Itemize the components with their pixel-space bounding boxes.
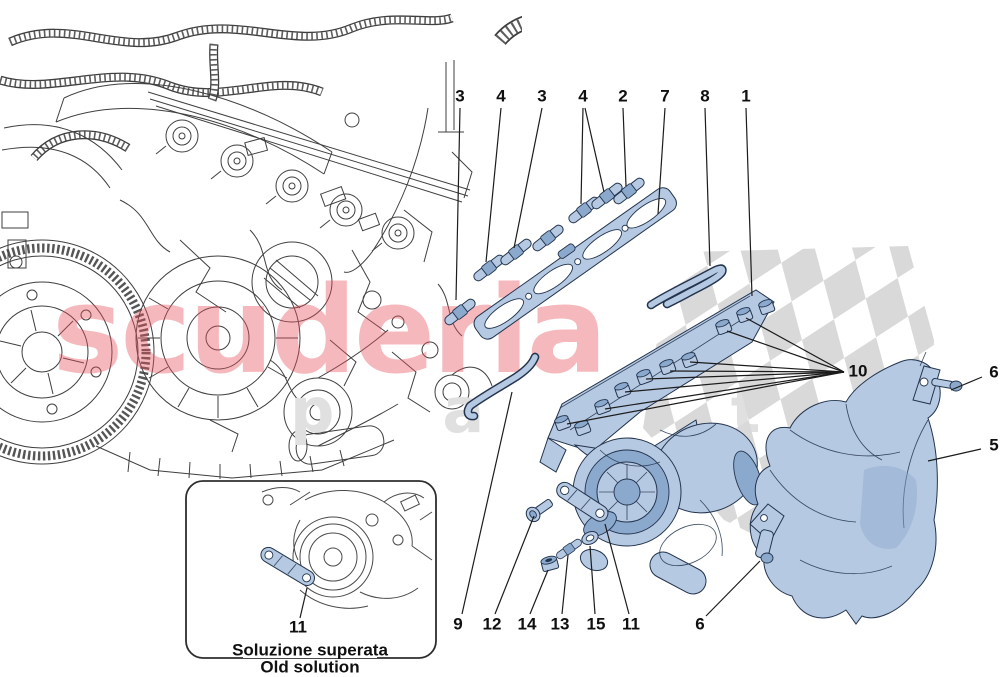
heat-shield-upper-clamp <box>912 351 963 405</box>
callout-labels: 3 4 3 4 2 7 8 1 10 6 5 9 12 14 13 15 11 6 11 <box>289 86 999 636</box>
leader-line-10 <box>689 361 845 373</box>
leader-line-5 <box>927 448 982 462</box>
old-solution-inset: Soluzione superata Old solution <box>185 480 437 676</box>
leader-line-4 <box>485 107 502 263</box>
leader-line-6 <box>705 560 761 617</box>
callout-10: 10 <box>849 361 868 380</box>
inset-caption-italian: Soluzione superata <box>232 640 388 659</box>
leader-line-3 <box>455 107 461 301</box>
leader-line-10 <box>645 371 845 380</box>
leader-line-8 <box>704 107 711 267</box>
inset-box-border <box>185 480 437 659</box>
turbo-support-fasteners <box>525 481 609 572</box>
heat-shield-lower-clamp <box>749 503 785 564</box>
leader-line-10 <box>726 330 845 373</box>
leader-line-12 <box>494 515 535 615</box>
leader-line-14 <box>529 569 549 615</box>
callout-4: 4 <box>496 86 506 105</box>
cam-cover-boss <box>251 241 333 323</box>
callout-12: 12 <box>483 614 502 633</box>
leader-line-10 <box>669 370 845 373</box>
callout-11: 11 <box>622 614 640 633</box>
callout-1: 1 <box>741 86 750 105</box>
pulley <box>283 329 399 447</box>
caption-backing <box>243 643 377 658</box>
bracket-stud <box>554 536 584 562</box>
callout-4: 4 <box>578 86 588 105</box>
leader-line-2 <box>622 107 627 187</box>
leader-line-4 <box>584 107 605 193</box>
callout-3: 3 <box>537 86 546 105</box>
leader-line-1 <box>745 107 753 297</box>
support-bracket-arm <box>556 481 609 522</box>
retaining-bracket-upper <box>646 264 727 310</box>
leader-line-10 <box>624 371 845 393</box>
callout-3: 3 <box>455 86 464 105</box>
clutch-housing <box>135 255 301 421</box>
leader-line-3 <box>513 107 543 249</box>
leader-line-6 <box>950 376 983 391</box>
leader-line-9 <box>461 391 513 615</box>
leader-lines <box>299 107 983 619</box>
retaining-bracket-lower <box>463 352 540 421</box>
leader-line-10 <box>566 371 845 425</box>
heat-shield <box>749 351 963 625</box>
flanged-bolt <box>525 499 553 523</box>
engine-line-art <box>0 18 602 479</box>
bracket-nut <box>540 555 560 572</box>
leader-line-13 <box>561 554 569 615</box>
callout-7: 7 <box>660 86 669 105</box>
inset-old-solution-art <box>261 487 433 609</box>
leader-line-15 <box>589 545 596 615</box>
bracket-washer <box>581 530 599 546</box>
leader-line-4 <box>580 107 584 205</box>
exhaust-manifold-gasket <box>473 187 677 340</box>
callout-6: 6 <box>695 614 704 633</box>
flywheel <box>0 239 155 465</box>
inset-caption-english: Old solution <box>260 657 359 676</box>
callout-8: 8 <box>700 86 709 105</box>
callout-11: 11 <box>289 617 307 636</box>
callout-14: 14 <box>518 614 537 633</box>
leader-line-10 <box>745 317 845 373</box>
callout-9: 9 <box>453 614 462 633</box>
leader-line-11 <box>604 523 630 615</box>
leader-line-11 <box>299 587 308 619</box>
callout-5: 5 <box>989 435 998 454</box>
leader-line-10 <box>604 371 845 410</box>
callout-13: 13 <box>551 614 570 633</box>
callout-15: 15 <box>587 614 606 633</box>
leader-line-7 <box>657 107 666 215</box>
inset-old-bracket <box>260 546 316 587</box>
callout-2: 2 <box>618 86 627 105</box>
callout-6: 6 <box>989 362 998 381</box>
